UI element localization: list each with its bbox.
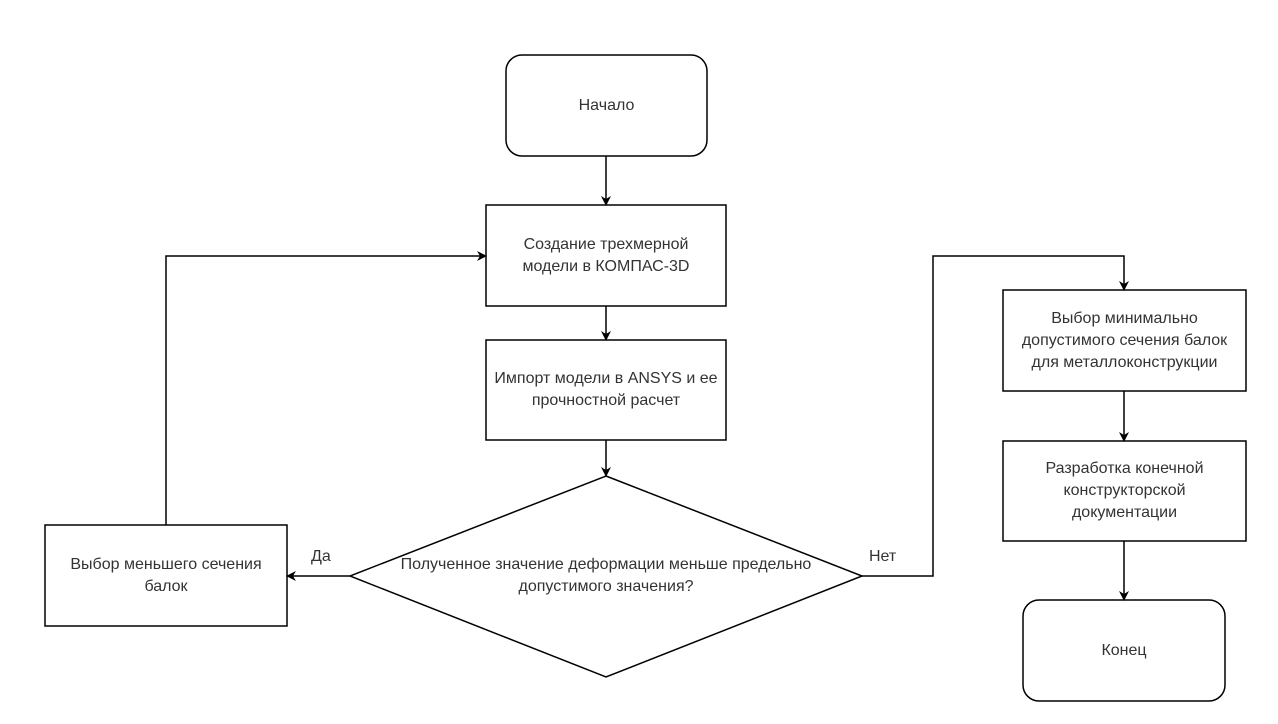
node-end-label: Конец — [1101, 641, 1147, 659]
edge-loop-back — [165, 251, 487, 525]
node-create-model-label: Создание трехмерной модели в КОМПАС-3D — [522, 235, 690, 275]
node-create-model-shape — [485, 204, 727, 307]
node-decision-label: Полученное значение деформации меньше пр… — [400, 556, 812, 595]
node-import-ansys-label: Импорт модели в ANSYS и ее прочностной р… — [494, 370, 718, 409]
edge-label-yes: Да — [311, 548, 331, 565]
node-min-section-label: Выбор минимально допустимого сечения бал… — [1021, 309, 1228, 371]
node-decision-shape — [347, 475, 865, 678]
edge-label-no: Нет — [869, 548, 897, 565]
node-start-label: Начало — [578, 96, 635, 114]
node-smaller-section-label: Выбор меньшего сечения балок — [70, 555, 262, 595]
node-final-docs-label: Разработка конечной конструкторской доку… — [1045, 460, 1204, 521]
edge-decision-no — [862, 255, 1129, 577]
